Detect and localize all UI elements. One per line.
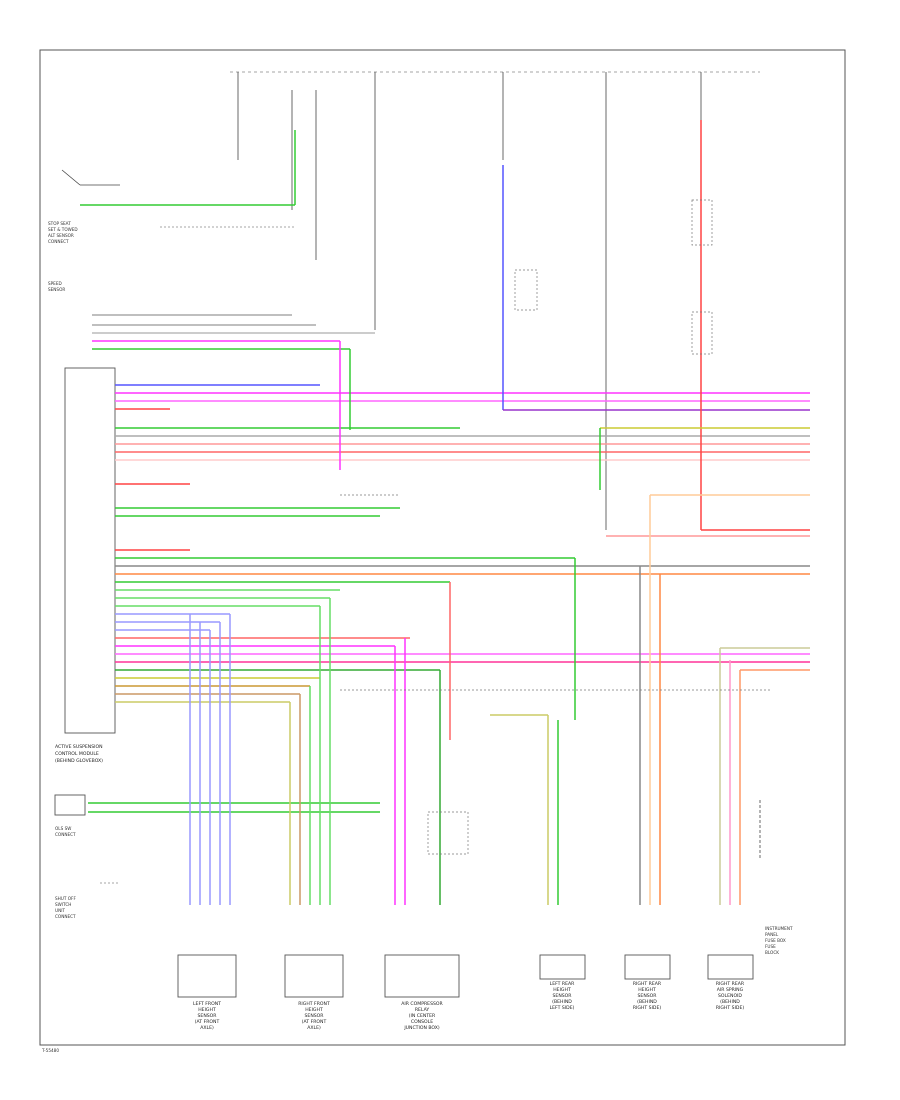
sensor-drops: [189, 558, 576, 905]
footer-code: T-55480: [41, 1048, 59, 1053]
left-labels: STOP SEAT SET & TOWED ALT SENSOR CONNECT…: [48, 221, 78, 919]
component-label-line: HEIGHT: [638, 987, 656, 993]
component-label-line: LEFT FRONT: [193, 1001, 221, 1007]
component-right-front-height-sensor: [284, 954, 344, 998]
component-label-line: RIGHT REAR: [716, 981, 745, 987]
component-left-rear-height-sensor: [539, 954, 586, 980]
vertical-wires: [502, 120, 810, 905]
right-label: BLOCK: [765, 950, 779, 955]
component-label-line: (BEHIND: [552, 999, 572, 1005]
component-label-line: AIR COMPRESSOR: [401, 1001, 443, 1007]
right-labels: INSTRUMENT PANEL FUSE BOX FUSE BLOCK: [765, 926, 793, 955]
component-label-line: SENSOR: [638, 993, 658, 999]
component-label-line: RIGHT REAR: [633, 981, 662, 987]
component-label-line: (AT FRONT: [195, 1019, 220, 1025]
top-power-bus: [230, 71, 760, 530]
component-label-line: CONSOLE: [411, 1019, 433, 1025]
component-label-line: LEFT SIDE): [550, 1005, 575, 1011]
left-label: SET & TOWED: [48, 227, 78, 232]
component-label-line: HEIGHT: [198, 1007, 216, 1013]
ecu-wires: [115, 384, 810, 703]
component-label-line: SENSOR: [305, 1013, 325, 1019]
component-label-line: SOLENOID: [718, 993, 742, 999]
left-label: ALT SENSOR: [48, 233, 74, 238]
left-label: CONNECT: [55, 832, 76, 837]
component-right-rear-height-sensor: [624, 954, 671, 980]
switch-box-top: [54, 794, 86, 816]
left-switches: [54, 130, 380, 884]
component-label-line: AXLE): [200, 1025, 214, 1031]
right-label: FUSE: [765, 944, 776, 949]
right-connectors: [514, 199, 761, 860]
component-label-line: RIGHT SIDE): [716, 1005, 745, 1011]
component-label-line: AIR SPRING: [717, 987, 744, 993]
left-label: SPEED: [48, 281, 62, 286]
component-air-compressor-relay: [384, 954, 460, 998]
component-label-line: LEFT REAR: [550, 981, 576, 987]
component-label-line: SENSOR: [553, 993, 573, 999]
left-label: CONNECT: [48, 239, 69, 244]
component-label-line: (AT FRONT: [302, 1019, 327, 1025]
component-label-line: HEIGHT: [305, 1007, 323, 1013]
component-label-line: (IN CENTER: [409, 1013, 436, 1019]
component-label-line: AXLE): [307, 1025, 321, 1031]
left-label: SENSOR: [48, 287, 65, 292]
component-label-line: (BEHIND: [637, 999, 657, 1005]
right-label: INSTRUMENT: [765, 926, 793, 931]
component-label-line: RELAY: [415, 1007, 430, 1013]
diagram-frame: [39, 49, 846, 1046]
bottom-components: [177, 954, 754, 998]
left-label: SWITCH: [55, 902, 71, 907]
component-label-line: HEIGHT: [553, 987, 571, 993]
component-label-line: (BEHIND: [720, 999, 740, 1005]
left-label: UNIT: [55, 908, 65, 913]
ecu-label: ACTIVE SUSPENSION CONTROL MODULE (BEHIND…: [55, 744, 103, 764]
ecu-label-line: (BEHIND GLOVEBOX): [55, 758, 103, 764]
component-label-line: JUNCTION BOX): [403, 1025, 440, 1031]
left-label: STOP SEAT: [48, 221, 71, 226]
right-label: PANEL: [765, 932, 779, 937]
component-label-line: SENSOR: [198, 1013, 218, 1019]
component-label-line: RIGHT SIDE): [633, 1005, 662, 1011]
left-label: OLS SW: [55, 826, 71, 831]
component-label-line: RIGHT FRONT: [298, 1001, 330, 1007]
junction-block: [427, 811, 469, 855]
ecu-module: [64, 367, 116, 734]
left-label: CONNECT: [55, 914, 76, 919]
component-left-front-height-sensor: [177, 954, 237, 998]
ecu-label-line: CONTROL MODULE: [55, 751, 99, 757]
right-label: FUSE BOX: [765, 938, 786, 943]
upper-harness: [92, 314, 375, 470]
left-label: SHUT OFF: [55, 896, 76, 901]
ecu-label-line: ACTIVE SUSPENSION: [55, 744, 103, 750]
component-right-rear-air-spring-solenoid: [707, 954, 754, 980]
